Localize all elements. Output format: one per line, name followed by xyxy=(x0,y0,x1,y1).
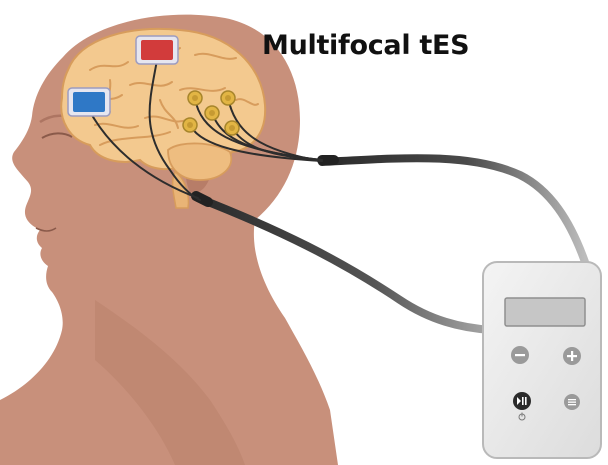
cathode-electrode xyxy=(68,88,110,116)
hd-electrode xyxy=(183,118,197,132)
hd-electrode xyxy=(225,121,239,135)
minus-icon xyxy=(515,354,525,356)
menu-button[interactable] xyxy=(564,394,580,410)
plus-button[interactable] xyxy=(563,347,581,365)
play-pause-button[interactable] xyxy=(513,392,531,410)
stimulator-device xyxy=(483,262,601,458)
hd-electrode xyxy=(205,106,219,120)
figure-title: Multifocal tES xyxy=(262,30,469,61)
anode-electrode xyxy=(136,36,178,64)
upper-cable xyxy=(322,158,585,262)
device-screen xyxy=(505,298,585,326)
minus-button[interactable] xyxy=(511,346,529,364)
hd-electrode xyxy=(188,91,202,105)
hd-electrode xyxy=(221,91,235,105)
menu-icon xyxy=(568,399,576,405)
